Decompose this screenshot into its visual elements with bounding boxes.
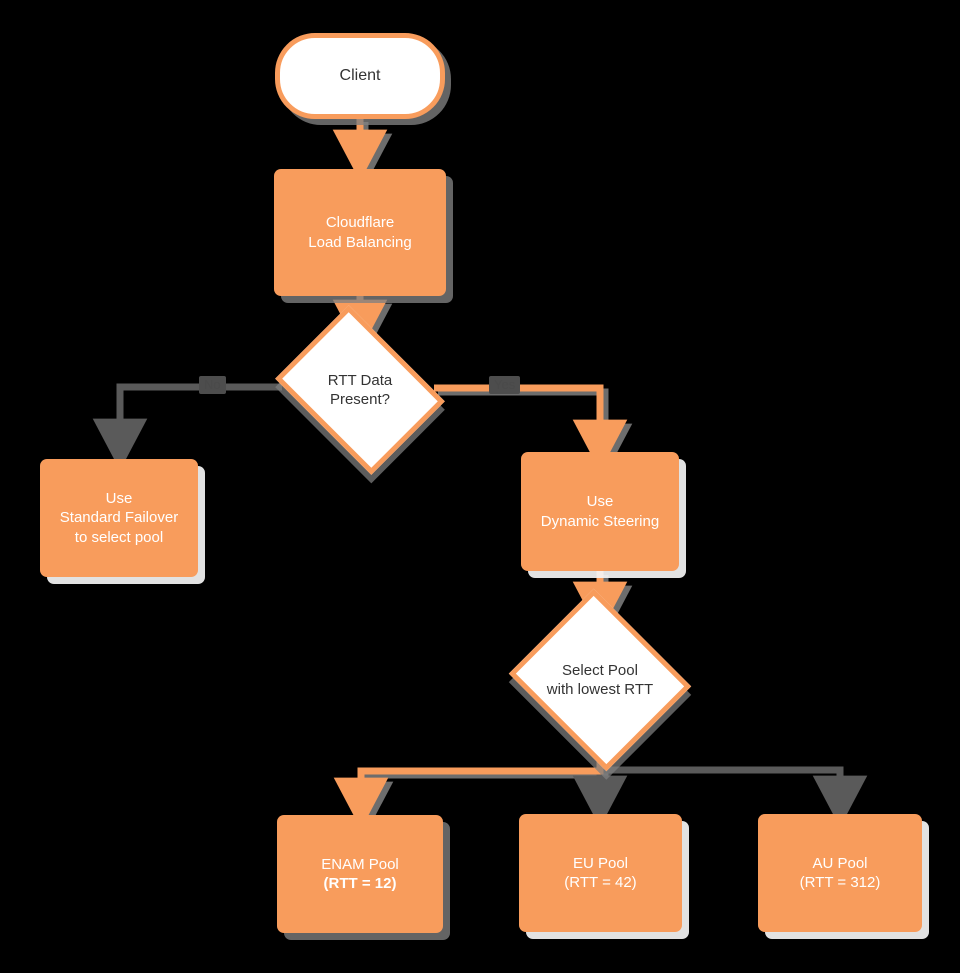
edge-rtt-yes <box>434 384 628 472</box>
node-select-label-line1: Select Pool <box>562 661 638 679</box>
node-eu-pool[interactable]: EU Pool (RTT = 42) <box>519 814 682 932</box>
node-rtt-data-present[interactable]: RTT Data Present? <box>275 305 445 475</box>
node-dynamic-label-line1: Use <box>586 493 614 511</box>
node-standard-failover[interactable]: Use Standard Failover to select pool <box>40 459 198 577</box>
node-clb-label-line1: Cloudflare <box>325 214 395 232</box>
edge-select-au <box>600 766 868 828</box>
node-failover-label-line2: Standard Failover <box>59 509 179 527</box>
node-au-label-line2: (RTT = 312) <box>799 874 881 891</box>
node-select-pool[interactable]: Select Pool with lowest RTT <box>508 588 692 772</box>
node-select-label-line2: with lowest RTT <box>546 681 654 698</box>
node-rtt-label-line2: Present? <box>329 391 391 408</box>
edge-label-yes: Yes <box>489 376 521 394</box>
node-dynamic-label-line2: Dynamic Steering <box>540 512 660 530</box>
node-enam-label-line1: ENAM Pool <box>321 855 399 873</box>
node-failover-label-line3: to select pool <box>74 528 164 546</box>
node-enam-pool[interactable]: ENAM Pool (RTT = 12) <box>277 815 443 933</box>
node-clb-label-line2: Load Balancing <box>308 233 412 251</box>
node-client-label: Client <box>339 66 381 84</box>
node-enam-label-line2: (RTT = 12) <box>323 875 397 892</box>
node-select-label: Select Pool with lowest RTT <box>531 661 669 700</box>
node-eu-label-line2: (RTT = 42) <box>564 874 637 891</box>
node-client[interactable]: Client <box>275 33 445 119</box>
node-rtt-label-line1: RTT Data <box>327 371 393 389</box>
edge-rtt-no <box>92 383 282 471</box>
node-cloudflare-load-balancing[interactable]: Cloudflare Load Balancing <box>274 169 446 296</box>
node-au-pool[interactable]: AU Pool (RTT = 312) <box>758 814 922 932</box>
node-dynamic-steering[interactable]: Use Dynamic Steering <box>521 452 679 571</box>
node-au-label-line1: AU Pool <box>812 854 868 872</box>
node-eu-label-line1: EU Pool <box>572 854 629 872</box>
edge-label-no: No <box>199 376 226 394</box>
node-rtt-label: RTT Data Present? <box>292 371 428 410</box>
node-failover-label-line1: Use <box>105 490 133 508</box>
